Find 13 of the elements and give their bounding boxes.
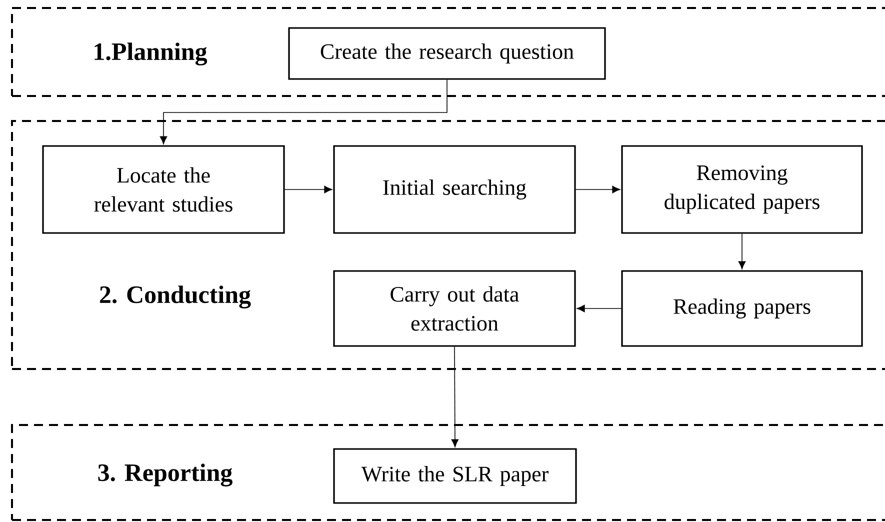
- process-box: Write the SLR paper: [333, 448, 577, 504]
- arrow: [738, 233, 746, 270]
- process-box: Reading papers: [621, 270, 863, 347]
- arrow: [160, 79, 448, 144]
- process-box: Create the research question: [288, 27, 606, 80]
- arrow: [575, 186, 620, 194]
- arrow: [576, 304, 622, 312]
- arrow: [451, 346, 459, 448]
- process-box: Locate the relevant studies: [42, 145, 285, 234]
- process-box: Removing duplicated papers: [621, 145, 863, 234]
- arrow: [284, 186, 332, 194]
- process-box: Initial searching: [333, 145, 576, 234]
- process-box: Carry out data extraction: [333, 270, 576, 347]
